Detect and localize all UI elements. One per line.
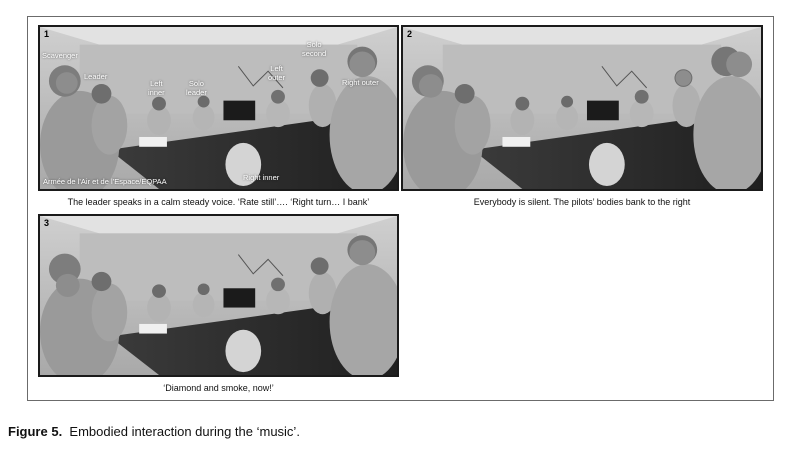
photo-panel-1: 1 Scavenger Leader Left inner Solo leade…: [38, 25, 399, 191]
label-left-outer: Left outer: [268, 64, 286, 82]
label-solo-second: Solo second: [302, 40, 327, 58]
label-right-outer: Right outer: [342, 78, 379, 87]
panel-number: 3: [44, 218, 50, 228]
panel-3-caption: ‘Diamond and smoke, now!’: [163, 383, 274, 393]
face-blur: [675, 70, 692, 86]
panel-number: 2: [407, 29, 413, 39]
label-left-outer-line1: Left: [270, 64, 283, 73]
label-left-inner-line2: inner: [148, 87, 165, 97]
panel-2-photo-image: [403, 27, 761, 189]
face-blur: [55, 273, 80, 297]
label-left-outer-line2: outer: [268, 72, 286, 82]
face-blur: [418, 74, 443, 98]
photo-credit: Armée de l’Air et de l’Espace/EQPAA: [43, 177, 167, 186]
face-blur: [726, 51, 753, 78]
panel-number: 1: [44, 29, 50, 39]
face-blur: [349, 51, 376, 78]
label-leader: Leader: [84, 72, 108, 81]
panel-3-photo-image: [40, 216, 397, 375]
label-solo-leader-line2: leader: [186, 87, 207, 97]
label-right-inner: Right inner: [243, 173, 280, 182]
figure-frame: 1 Scavenger Leader Left inner Solo leade…: [27, 16, 774, 401]
face-blur: [55, 72, 78, 94]
label-solo-leader: Solo leader: [186, 79, 207, 97]
label-solo-second-line2: second: [302, 48, 327, 58]
face-blur: [349, 240, 376, 266]
label-solo-second-line1: Solo: [306, 40, 322, 49]
panel-1-caption: The leader speaks in a calm steady voice…: [67, 197, 370, 207]
panel-2-caption: Everybody is silent. The pilots’ bodies …: [473, 197, 691, 207]
figure-caption: Figure 5. Embodied interaction during th…: [8, 424, 300, 439]
label-scavenger: Scavenger: [42, 51, 78, 60]
photo-panel-3: 3: [38, 214, 399, 377]
figure-number: Figure 5.: [8, 424, 63, 439]
label-left-inner-line1: Left: [150, 79, 163, 88]
panel-1-photo-image: [40, 27, 397, 189]
label-solo-leader-line1: Solo: [188, 79, 204, 88]
figure-caption-text: Embodied interaction during the ‘music’.: [69, 424, 300, 439]
photo-panel-2: 2: [401, 25, 763, 191]
label-left-inner: Left inner: [148, 79, 165, 97]
